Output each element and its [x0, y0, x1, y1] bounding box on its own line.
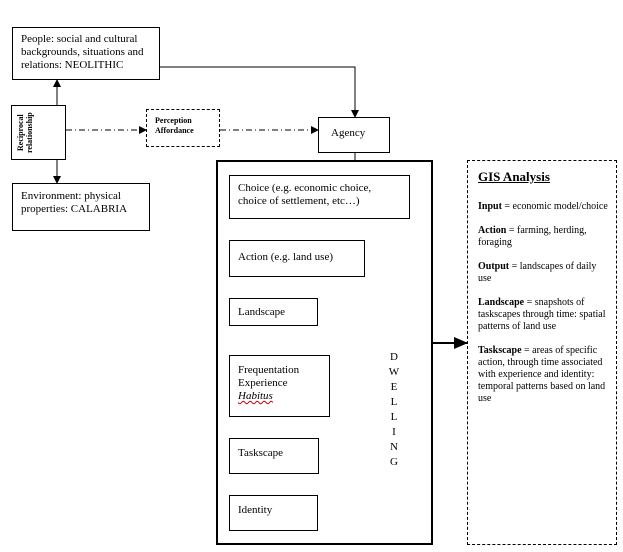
gis-desc: = snapshots of taskscapes through time: … [478, 297, 606, 332]
gis-term: Taskscape [478, 345, 522, 356]
gis-term: Input [478, 201, 502, 212]
dwelling-letter: L [390, 396, 398, 408]
people-line-1: People: social and cultural [21, 33, 138, 45]
action-box: Action (e.g. land use) [229, 240, 365, 277]
gis-item-input: Input = economic model/choice [478, 201, 608, 213]
perception-box: Perception Affordance [146, 109, 220, 147]
gis-analysis-box: GIS Analysis Input = economic model/choi… [467, 160, 617, 545]
gis-title: GIS Analysis [478, 169, 550, 184]
gis-term: Action [478, 225, 507, 236]
agency-label: Agency [331, 127, 366, 139]
frequentation-line-2: Experience [238, 377, 288, 389]
taskscape-label: Taskscape [238, 447, 284, 459]
reciprocal-line-1: Reciprocal [16, 114, 25, 152]
dwelling-letter: N [390, 441, 398, 453]
gis-desc: = landscapes of daily use [478, 261, 597, 284]
gis-item-taskscape: Taskscape = areas of specific action, th… [478, 345, 608, 405]
dwelling-letter: E [390, 381, 398, 393]
reciprocal-line-2: relationship [25, 112, 34, 154]
choice-line-1: Choice (e.g. economic choice, [238, 182, 372, 194]
identity-label: Identity [238, 504, 273, 516]
perception-line-2: Affordance [155, 126, 194, 135]
gis-desc: = areas of specific action, through time… [478, 345, 606, 404]
gis-term: Output [478, 261, 510, 272]
reciprocal-box: Reciprocal relationship [11, 105, 66, 160]
agency-box: Agency [318, 117, 390, 153]
gis-item-output: Output = landscapes of daily use [478, 261, 608, 285]
gis-desc: = farming, herding, foraging [478, 225, 587, 248]
gis-desc: = economic model/choice [501, 201, 608, 212]
environment-line-2: properties: CALABRIA [21, 203, 128, 215]
landscape-label: Landscape [238, 306, 286, 318]
choice-line-2: choice of settlement, etc…) [238, 195, 360, 207]
taskscape-box: Taskscape [229, 438, 319, 474]
gis-item-action: Action = farming, herding, foraging [478, 225, 608, 249]
people-box: People: social and cultural backgrounds,… [12, 27, 160, 80]
gis-item-landscape: Landscape = snapshots of taskscapes thro… [478, 297, 608, 333]
dwelling-letter: W [388, 366, 400, 378]
frequentation-line-1: Frequentation [238, 364, 300, 376]
dwelling-letter: I [392, 426, 396, 438]
identity-box: Identity [229, 495, 318, 531]
dwelling-letter: D [390, 351, 398, 363]
frequentation-box: Frequentation Experience Habitus [229, 355, 330, 417]
people-line-3: relations: NEOLITHIC [21, 59, 124, 71]
landscape-box: Landscape [229, 298, 318, 326]
gis-term: Landscape [478, 297, 525, 308]
perception-line-1: Perception [155, 116, 192, 125]
frequentation-line-3: Habitus [238, 390, 273, 402]
environment-line-1: Environment: physical [21, 190, 121, 202]
dwelling-letter: G [390, 456, 398, 468]
action-label: Action (e.g. land use) [238, 251, 333, 263]
choice-box: Choice (e.g. economic choice, choice of … [229, 175, 410, 219]
people-line-2: backgrounds, situations and [21, 46, 144, 58]
dwelling-container [216, 160, 433, 545]
dwelling-letter: L [390, 411, 398, 423]
environment-box: Environment: physical properties: CALABR… [12, 183, 150, 231]
